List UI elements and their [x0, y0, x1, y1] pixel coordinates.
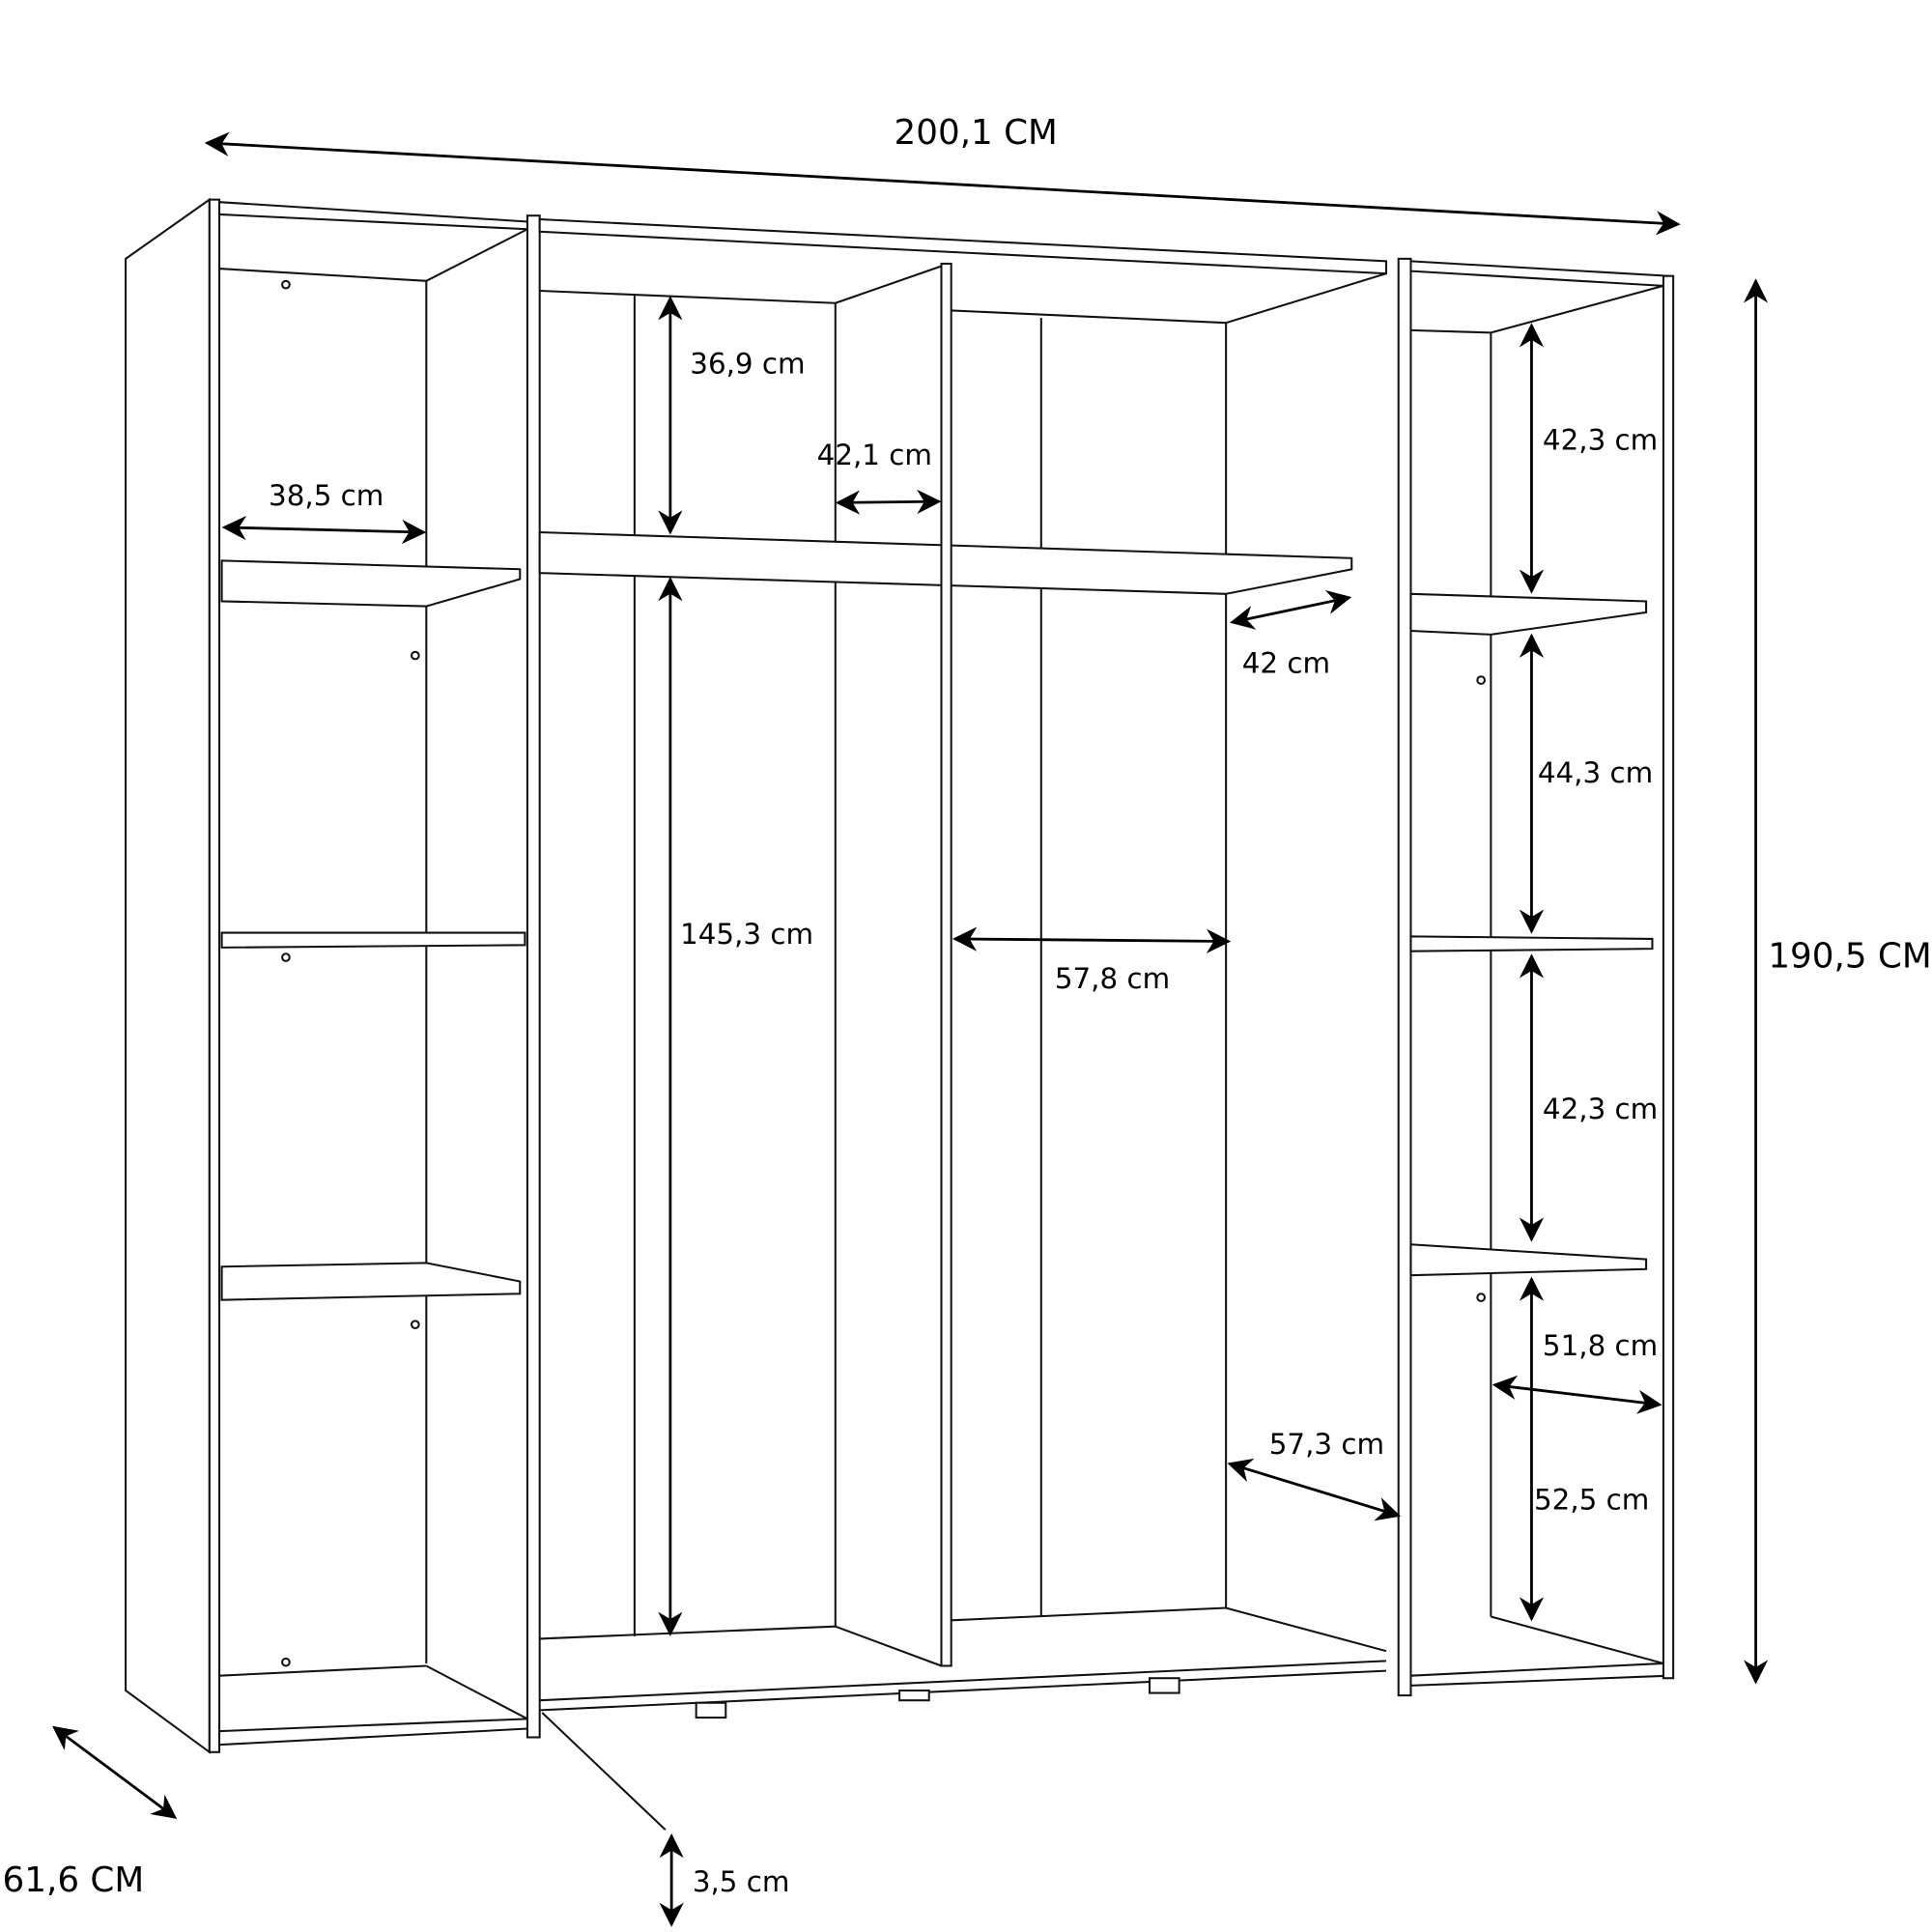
overall-width-label: 200,1 CM [895, 113, 1058, 153]
middle-door-1 [940, 262, 952, 1667]
right-compartment-3-label: 42,3 cm [1543, 1093, 1658, 1125]
right-shelf-width-label: 51,8 cm [1543, 1329, 1658, 1362]
dimension-lines [52, 131, 1769, 1927]
hanging-width-label: 57,8 cm [1055, 962, 1170, 995]
overall-depth-label: 61,6 CM [3, 1861, 145, 1900]
right-shelf-3 [1409, 1243, 1648, 1277]
middle-door-2 [1397, 257, 1412, 1697]
right-compartment-1-label: 42,3 cm [1543, 424, 1658, 457]
right-cabinet [1409, 260, 1675, 1687]
foot [898, 1689, 930, 1702]
door-depth-label: 42,1 cm [817, 439, 932, 471]
left-shelf-width-label: 38,5 cm [269, 479, 384, 512]
hanging-height-label: 145,3 cm [680, 918, 813, 951]
middle-top [538, 217, 1387, 275]
top-compartment-label: 36,9 cm [690, 347, 805, 380]
left-shelf-2 [220, 931, 526, 949]
left-shelf-3 [220, 1262, 522, 1301]
right-shelf-1 [1409, 592, 1648, 636]
right-compartment-4-label: 52,5 cm [1534, 1483, 1649, 1516]
left-door [526, 214, 541, 1739]
left-front-edge [208, 198, 221, 1753]
right-compartment-2-label: 44,3 cm [1538, 756, 1653, 789]
right-shelf-2 [1409, 935, 1654, 952]
left-cabinet [125, 197, 541, 1754]
door-width-label: 57,3 cm [1269, 1428, 1384, 1461]
overall-height-label: 190,5 CM [1768, 936, 1931, 976]
right-side-panel [1662, 274, 1675, 1680]
shelf-depth-label: 42 cm [1242, 646, 1330, 679]
left-side-panel [125, 197, 211, 1754]
plinth-height-label: 3,5 cm [693, 1865, 790, 1898]
foot [1149, 1677, 1180, 1694]
foot [695, 1701, 727, 1719]
left-shelf-1 [220, 559, 522, 608]
middle-cabinet [538, 217, 1412, 1719]
